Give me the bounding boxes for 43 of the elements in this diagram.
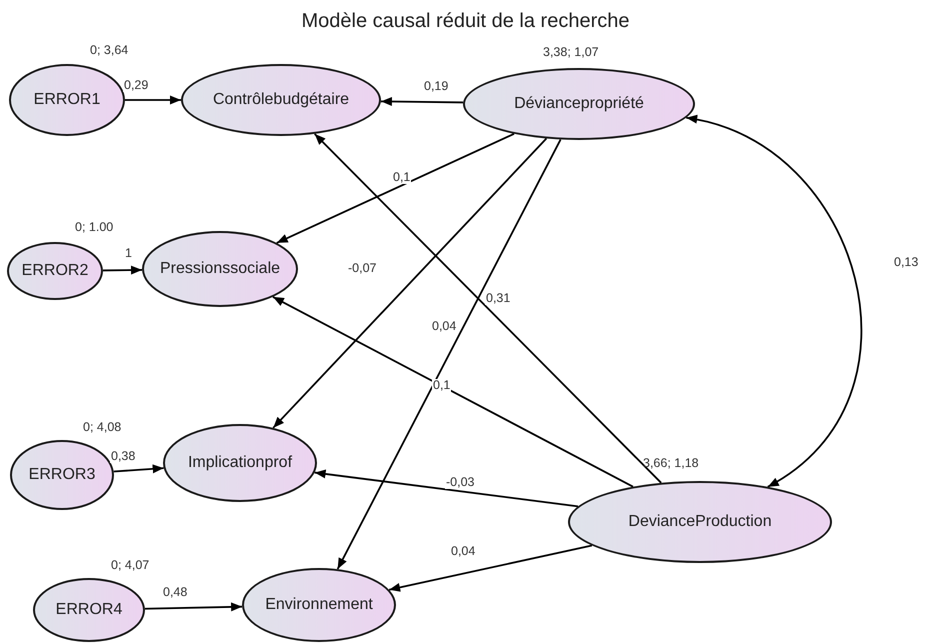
path-arrow	[125, 96, 181, 104]
path-coefficient: 0,19	[423, 80, 450, 92]
variable-name: Déviancepropriété	[514, 95, 644, 113]
path-coefficient: 0,04	[450, 545, 476, 558]
path-arrow	[272, 138, 548, 428]
variable-name: Pressionssociale	[160, 260, 280, 278]
path-arrow	[380, 96, 464, 106]
path-arrow	[336, 139, 562, 570]
path-arrow	[102, 266, 142, 275]
path-coefficient: 0,38	[110, 450, 136, 462]
variable-name: Implicationprof	[188, 454, 292, 472]
path-coefficient: 0,04	[431, 320, 458, 332]
path-arrow	[314, 469, 578, 508]
path-arrow	[144, 602, 242, 612]
variable-name: Contrôlebudgétaire	[212, 91, 350, 109]
diagram-title: Modèle causal réduit de la recherche	[302, 10, 630, 33]
double-headed-curved-arrow	[686, 116, 862, 488]
mean-variance-label: 0; 4,07	[111, 559, 150, 572]
path-coefficient: -0,03	[445, 476, 476, 488]
path-coefficient: 0,13	[893, 256, 920, 268]
mean-variance-label: 0; 1.00	[75, 221, 114, 234]
path-coefficient: 0,31	[485, 292, 512, 304]
path-coefficient: 0,29	[123, 79, 150, 92]
mean-variance-label: 3,66; 1,18	[643, 457, 699, 470]
path-coefficient: -0,07	[347, 262, 378, 274]
path-arrow	[276, 133, 514, 244]
variable-name: DevianceProduction	[628, 513, 772, 531]
path-arrow	[114, 464, 164, 474]
variable-name: ERROR1	[34, 91, 100, 109]
path-coefficient: 0,1	[392, 171, 412, 184]
mean-variance-label: 0; 3,64	[90, 44, 128, 56]
mean-variance-label: 0; 4,08	[83, 421, 122, 434]
variable-name: Environnement	[265, 596, 373, 614]
path-coefficient: 1	[124, 247, 133, 260]
path-arrow	[272, 296, 634, 488]
variable-name: ERROR4	[56, 601, 122, 619]
variable-name: ERROR2	[22, 262, 88, 280]
mean-variance-label: 3,38; 1,07	[543, 46, 599, 58]
path-coefficient: 0,1	[432, 379, 452, 392]
path-arrow	[314, 133, 662, 484]
path-arrow	[388, 544, 592, 592]
variable-name: ERROR3	[28, 466, 96, 484]
path-coefficient: 0,48	[162, 586, 188, 598]
